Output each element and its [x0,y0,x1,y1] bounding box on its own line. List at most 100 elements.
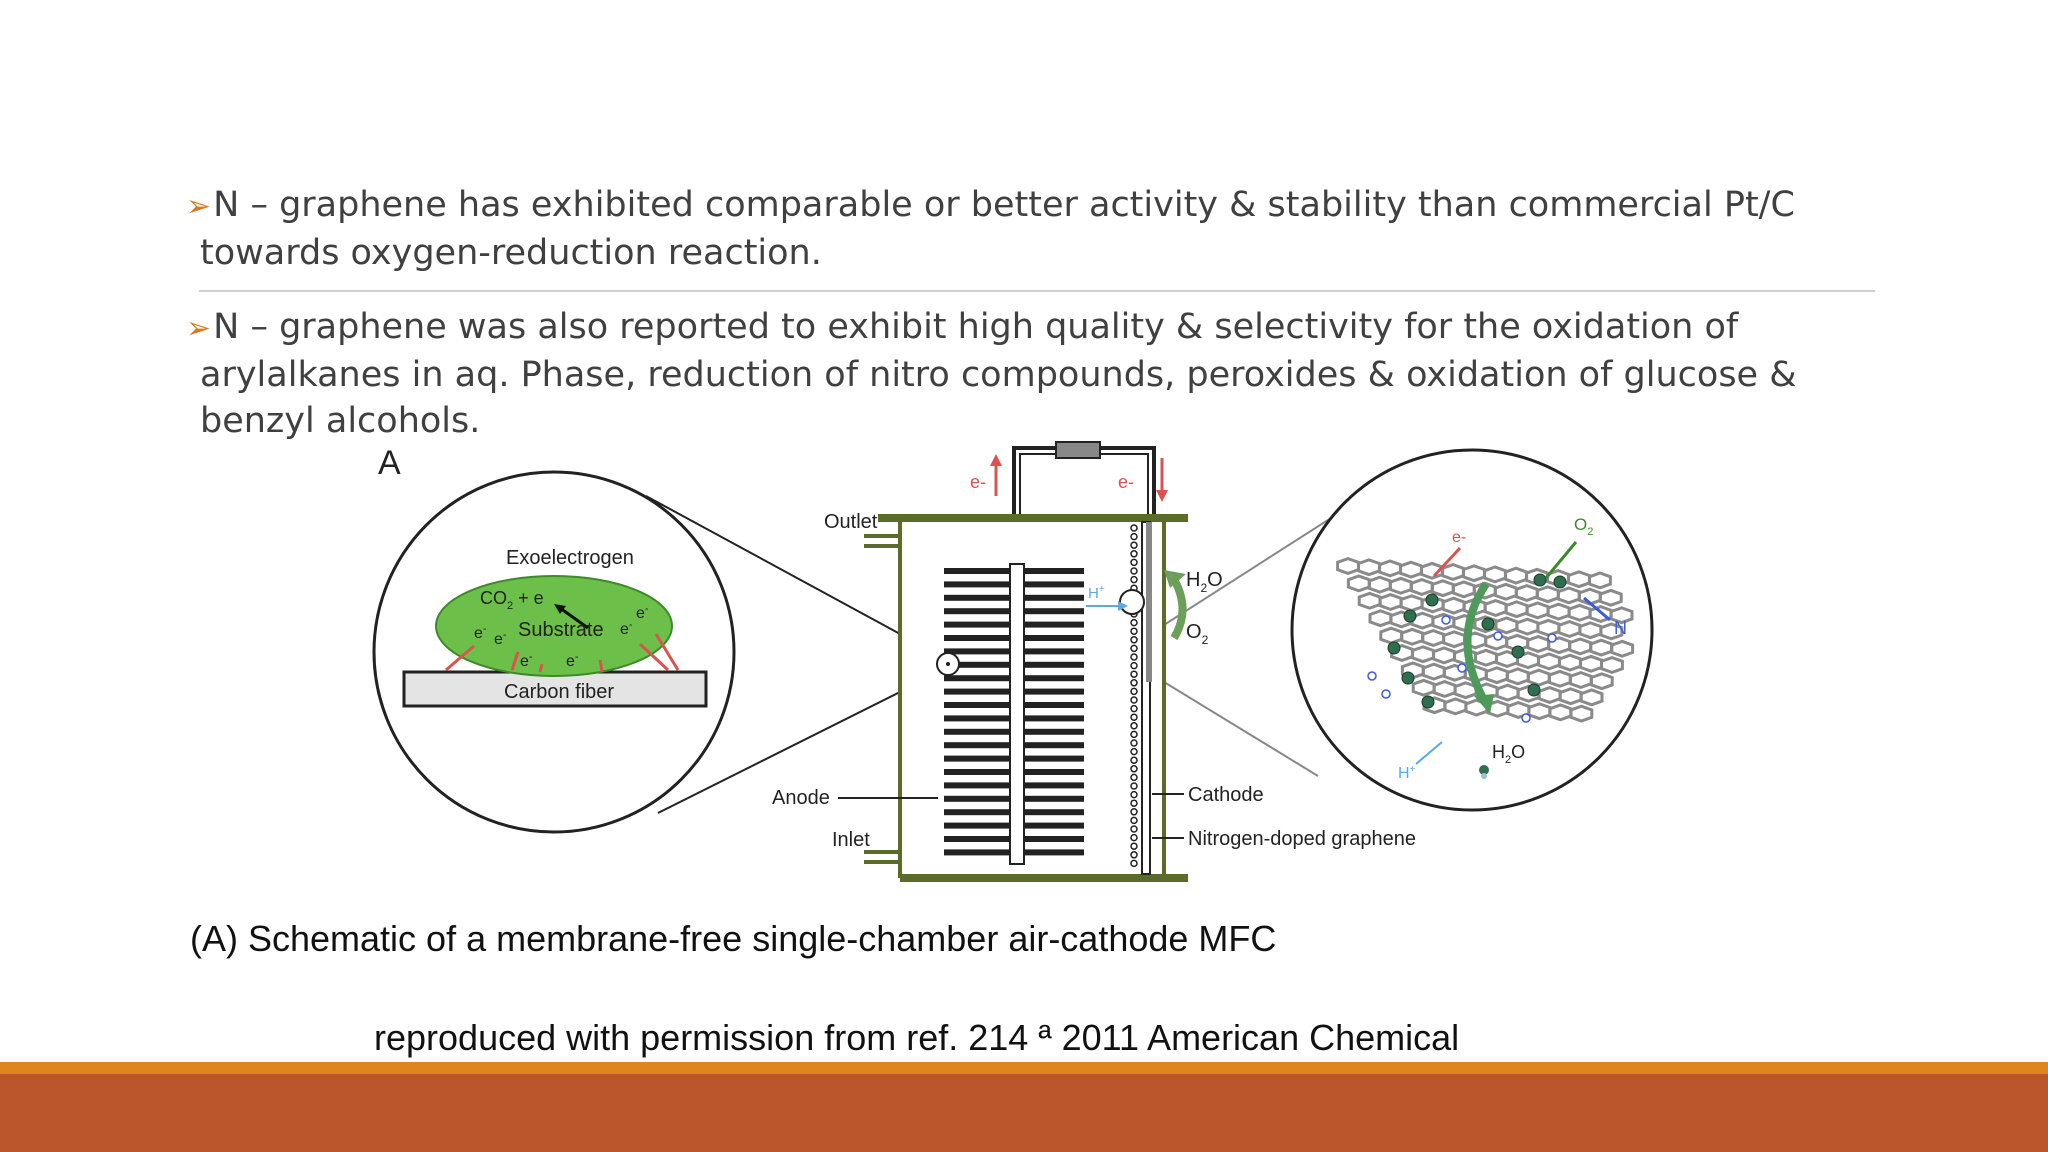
graphene-bead [1130,765,1138,773]
panel-label: A [378,444,401,482]
graphene-bead [1130,670,1138,678]
electron-transfer-arrow [538,663,544,673]
inset-nitrogen-label: N [1614,618,1627,638]
graphene-bead [1130,773,1138,782]
graphene-hexagon [1609,606,1634,625]
graphene-bead [1130,687,1138,696]
inlet-label: Inlet [832,829,870,851]
mfc-schematic: A Carbon fiber Exoelectrogen CO2 + e Sub… [372,441,1654,882]
nitrogen-dot [1521,713,1531,723]
exoelectrogen-label: Exoelectrogen [506,547,634,569]
bullet-2-line-1: N – graphene was also reported to exhibi… [213,307,1739,347]
graphene-hexagon [1600,656,1624,674]
electron-flow-label: e- [970,472,986,492]
oxygen-molecule-dot [1553,575,1567,589]
graphene-bead [1130,747,1138,756]
graphene-bead [1130,627,1138,635]
electron-transfer-arrow [510,651,520,671]
o2-to-h2o-arrow [1168,573,1187,641]
graphene-bead [1130,730,1138,739]
graphene-bead [1130,859,1138,868]
oxygen-molecule-dot [1527,683,1541,697]
oxidation-arrow-head [554,604,566,614]
divider [199,290,1875,292]
bullet-2: ➢N – graphene was also reported to exhib… [186,304,1886,444]
oxygen-molecule-dot [1511,645,1525,659]
graphene-bead [1130,722,1138,730]
outlet-label: Outlet [824,511,878,533]
graphene-bead [1130,661,1138,670]
graphene-bead [1130,541,1138,549]
oxygen-molecule-dot [1401,671,1415,685]
graphene-bead [1130,679,1138,687]
graphene-bead [1130,790,1138,799]
graphene-sheet [1336,557,1635,723]
electron-flow-label: e- [1118,472,1134,492]
graphene-hexagon [1598,588,1623,607]
graphene-bead [1130,704,1138,713]
bullet-2-line-3: benzyl alcohols. [200,401,481,441]
nitrogen-dot [1547,633,1557,643]
mfc-cell: e- e- Outlet Inlet H+ H2O O [772,441,1416,882]
oxygen-molecule-dot [1425,593,1439,607]
graphene-bead [1130,550,1138,558]
graphene-bead [1130,825,1138,833]
graphene-bead [1130,532,1138,541]
biofilm [435,575,673,677]
bullet-1: ➢N – graphene has exhibited comparable o… [186,182,1886,276]
graphene-bead [1130,816,1138,825]
graphene-bead [1130,575,1138,584]
proton-label: H+ [1088,584,1105,602]
arrow-bullet-icon: ➢ [186,189,212,224]
electron-transfer-arrow [445,644,475,672]
left-inset: Carbon fiber Exoelectrogen CO2 + e Subst… [372,470,736,834]
oxygen-molecule-dot [1481,617,1495,631]
electron-label: e- [494,629,507,648]
cathode-label: Cathode [1188,784,1264,806]
bullet-1-line-1: N – graphene has exhibited comparable or… [213,185,1795,225]
nitrogen-dot [1441,615,1451,625]
nitrogen-dot [1367,671,1377,681]
graphene-bead [1130,799,1138,807]
bullet-2-line-2: arylalkanes in aq. Phase, reduction of n… [200,355,1797,395]
graphene-hexagon [1569,704,1594,723]
nitrogen-dot [1493,631,1503,641]
graphene-bead [1130,756,1138,764]
water-label: H2O [1186,569,1223,595]
current-collector [1146,522,1152,682]
graphene-bead [1130,644,1138,653]
bullet-1-line-2: towards oxygen-reduction reaction. [200,233,822,273]
electron-label: e- [620,619,633,638]
substrate-label: Substrate [518,619,604,641]
graphene-hexagon [1579,688,1604,707]
graphene-bead [1130,567,1138,575]
carbon-fiber-label: Carbon fiber [504,681,614,703]
right-inset: e- O2 N H+ H2O [1290,448,1654,812]
reduction-arrow [1463,581,1490,702]
oxygen-molecule-dot [1421,695,1435,709]
oxygen-molecule-dot [1403,609,1417,623]
graphene-bead [1130,842,1138,850]
graphene-hexagon [1599,622,1624,641]
zoom-line [645,495,949,661]
graphene-hexagon [1610,639,1635,658]
co2-label: CO2 + e [480,588,544,612]
graphene-bead [1130,833,1138,842]
inset-oxygen-label: O2 [1574,515,1593,538]
inset-electron-label: e- [1452,529,1466,546]
oxygen-label: O2 [1186,621,1209,647]
anode-rod [1009,563,1025,865]
graphene-bead [1130,808,1138,816]
nitrogen-dot [1381,689,1391,699]
footer-bar [0,1074,2048,1152]
cathode-zoom-point [1119,589,1145,615]
electron-transfer-arrow [638,642,670,672]
ndg-beads [1130,524,1138,868]
electron-transfer-arrow [654,633,680,671]
graphene-bead [1130,653,1138,661]
figure-caption: (A) Schematic of a membrane-free single-… [190,918,1277,959]
graphene-bead [1130,739,1138,747]
graphene-bead [1130,524,1138,532]
oxygen-molecule-dot [1533,573,1547,587]
inset-proton-label: H+ [1398,764,1416,782]
